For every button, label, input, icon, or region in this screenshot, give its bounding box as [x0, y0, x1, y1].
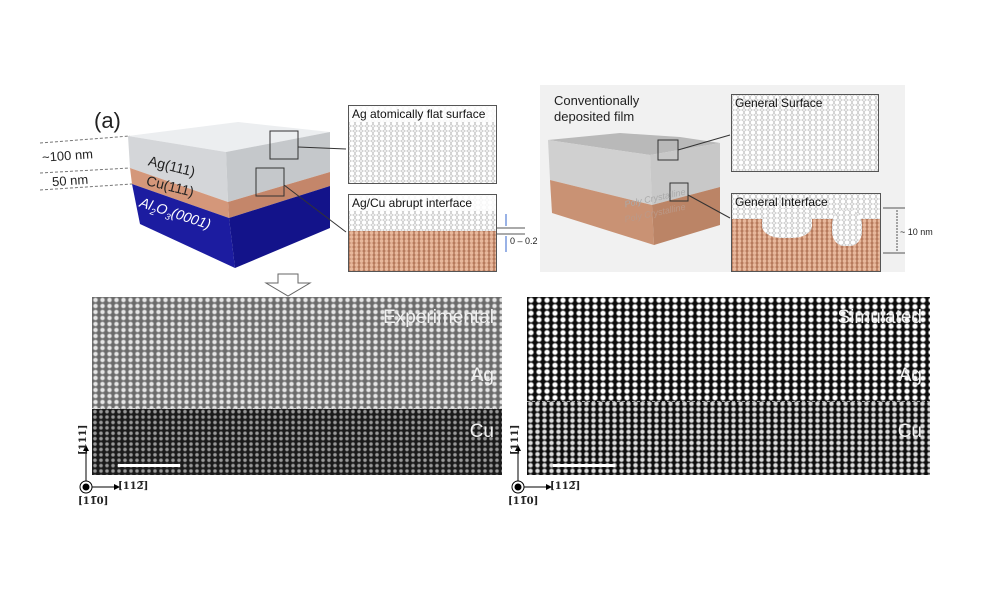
title-line: deposited film — [554, 109, 635, 124]
polycrystalline-cube — [548, 133, 905, 254]
ag-layer-right — [226, 132, 330, 202]
zoom-box-interface — [255, 167, 285, 197]
cu-label: Cu — [897, 421, 922, 442]
dim-line — [39, 135, 131, 144]
ag-layer-right — [650, 143, 720, 205]
experimental-stem-image: Experimental Ag Cu — [92, 297, 502, 475]
crystal-axes-left — [79, 445, 120, 494]
interface-width-label: 0 – 0.2 nm — [510, 236, 553, 246]
ag-label: Ag — [470, 365, 494, 386]
dim-line — [39, 167, 131, 174]
ag-intermixing — [832, 210, 862, 246]
cu-layer-left — [550, 180, 654, 245]
arrowhead-icon — [83, 445, 89, 451]
ag-layer-left — [128, 136, 228, 202]
arrow-to-surface — [677, 134, 731, 151]
top-face — [128, 122, 330, 152]
arrowhead-icon — [515, 445, 521, 451]
axis-label-out-of-plane: [11̅0] — [508, 496, 539, 507]
substrate-right — [229, 186, 330, 268]
cu-atoms — [349, 231, 496, 271]
axis-label-vertical: [111] — [510, 424, 521, 455]
axis-label-horizontal: [112̅] — [118, 481, 149, 492]
inset-title: General Surface — [735, 96, 823, 110]
inset-general-surface: General Surface — [731, 94, 879, 172]
arrowhead-icon — [114, 484, 120, 490]
arrowhead-icon — [546, 484, 552, 490]
image-title: Simulated — [837, 307, 923, 328]
down-arrow-icon — [264, 273, 312, 297]
image-title: Experimental — [383, 307, 494, 328]
ag-intermixing — [762, 208, 812, 238]
substrate-left — [132, 184, 235, 268]
zoom-box-surface — [269, 130, 299, 160]
arrow-to-interface — [687, 194, 731, 219]
ag-lattice — [527, 297, 930, 401]
out-of-plane-dot — [82, 483, 90, 491]
cu-layer-left — [130, 168, 229, 218]
dim-line — [39, 183, 133, 191]
crystal-axes-right — [511, 445, 552, 494]
title-line: Conventionally — [554, 93, 640, 108]
rough-top-face — [548, 133, 720, 155]
cu-label: Cu — [469, 421, 494, 442]
interface-width-label: ~ 10 nm — [900, 227, 933, 237]
axis-label-vertical: [111] — [78, 424, 89, 455]
axis-label-out-of-plane: [11̅0] — [78, 496, 109, 507]
inset-title: General Interface — [735, 195, 828, 209]
inset-title: Ag atomically flat surface — [349, 106, 496, 122]
scale-bar — [118, 464, 180, 467]
cu-lattice — [527, 401, 930, 475]
interface-line — [527, 401, 930, 402]
ag-layer-left — [548, 140, 652, 205]
interface-line — [92, 408, 502, 409]
simulated-stem-image: Simulated Ag Cu — [527, 297, 930, 475]
inset-flat-surface: Ag atomically flat surface — [348, 105, 497, 184]
inset-title: Ag/Cu abrupt interface — [349, 195, 496, 211]
scale-bar — [553, 464, 615, 467]
axis-label-horizontal: [112̅] — [550, 481, 581, 492]
inset-general-interface: General Interface — [731, 193, 881, 272]
ag-lattice — [92, 297, 502, 409]
cu-thickness: 50 nm — [51, 171, 89, 190]
cu-layer-right — [652, 187, 720, 245]
panel-label: (a) — [94, 108, 121, 133]
layered-film-cube — [39, 122, 525, 297]
out-of-plane-dot — [514, 483, 522, 491]
inset-abrupt-interface: Ag/Cu abrupt interface — [348, 194, 497, 272]
zoom-box-interface — [669, 182, 689, 202]
arrow-to-interface — [283, 184, 347, 233]
ag-label: Ag — [898, 365, 922, 386]
cu-layer-right — [228, 172, 330, 218]
arrow-to-surface — [297, 146, 347, 150]
